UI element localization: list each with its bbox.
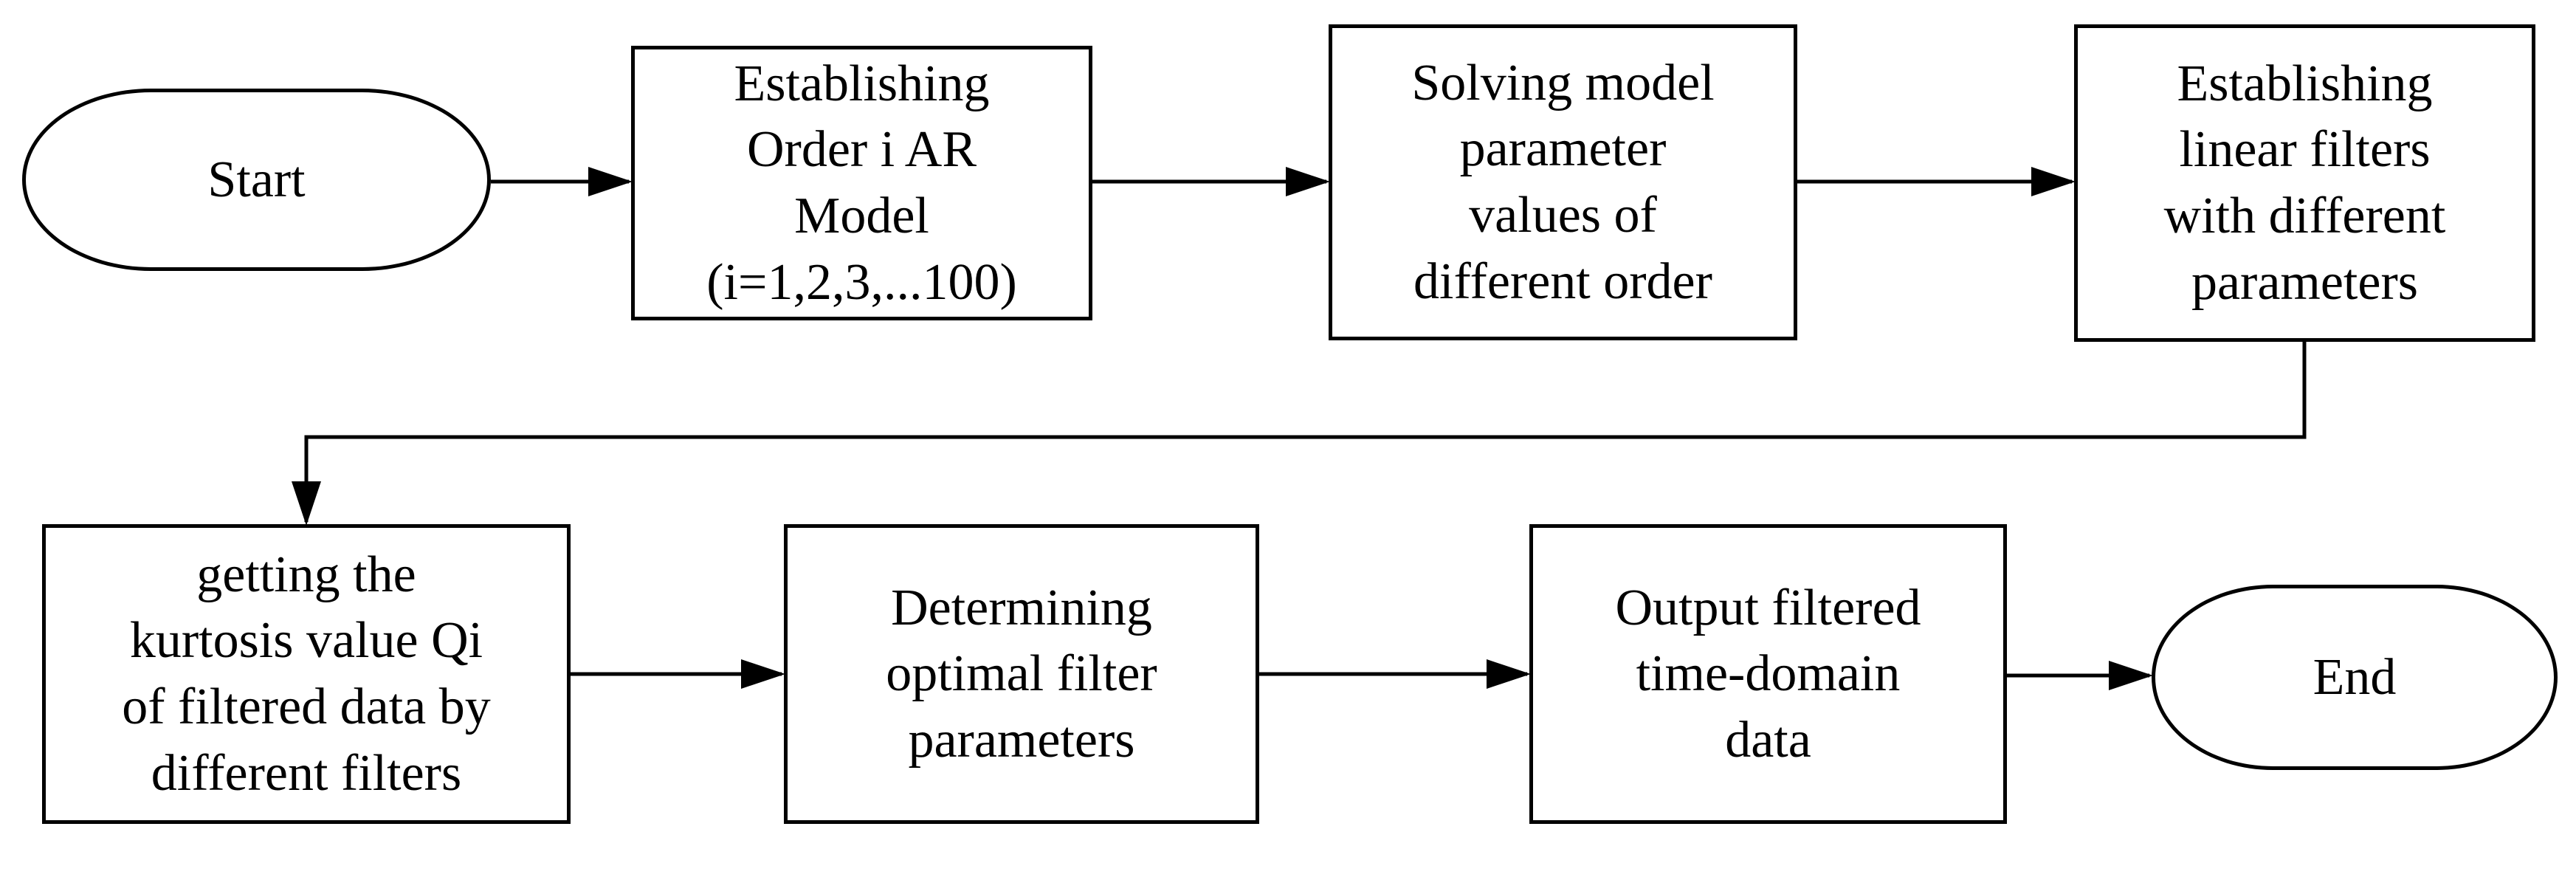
node-establish-linear-filters: Establishing linear filters with differe… (2074, 24, 2535, 342)
node-establish-ar-model: Establishing Order i AR Model (i=1,2,3,.… (631, 46, 1092, 320)
node-start-terminator: Start (22, 89, 491, 271)
node-establish-ar-model-label: Establishing Order i AR Model (i=1,2,3,.… (706, 55, 1017, 311)
node-get-kurtosis-value: getting the kurtosis value Qi of filtere… (42, 524, 571, 824)
node-solve-model-parameters: Solving model parameter values of differ… (1329, 24, 1797, 340)
node-establish-linear-filters-label: Establishing linear filters with differe… (2163, 55, 2446, 311)
node-determine-optimal-filter: Determining optimal filter parameters (784, 524, 1259, 824)
node-solve-model-parameters-label: Solving model parameter values of differ… (1411, 54, 1715, 310)
node-determine-optimal-filter-label: Determining optimal filter parameters (886, 579, 1157, 769)
node-output-filtered-data: Output filtered time-domain data (1529, 524, 2007, 824)
node-end-terminator: End (2152, 585, 2558, 770)
arrow-linear-filters-to-kurtosis-elbow (292, 342, 2307, 526)
node-output-filtered-data-label: Output filtered time-domain data (1615, 579, 1921, 769)
node-get-kurtosis-value-label: getting the kurtosis value Qi of filtere… (122, 546, 491, 802)
node-end-label: End (2312, 648, 2397, 706)
node-start-label: Start (207, 151, 306, 208)
